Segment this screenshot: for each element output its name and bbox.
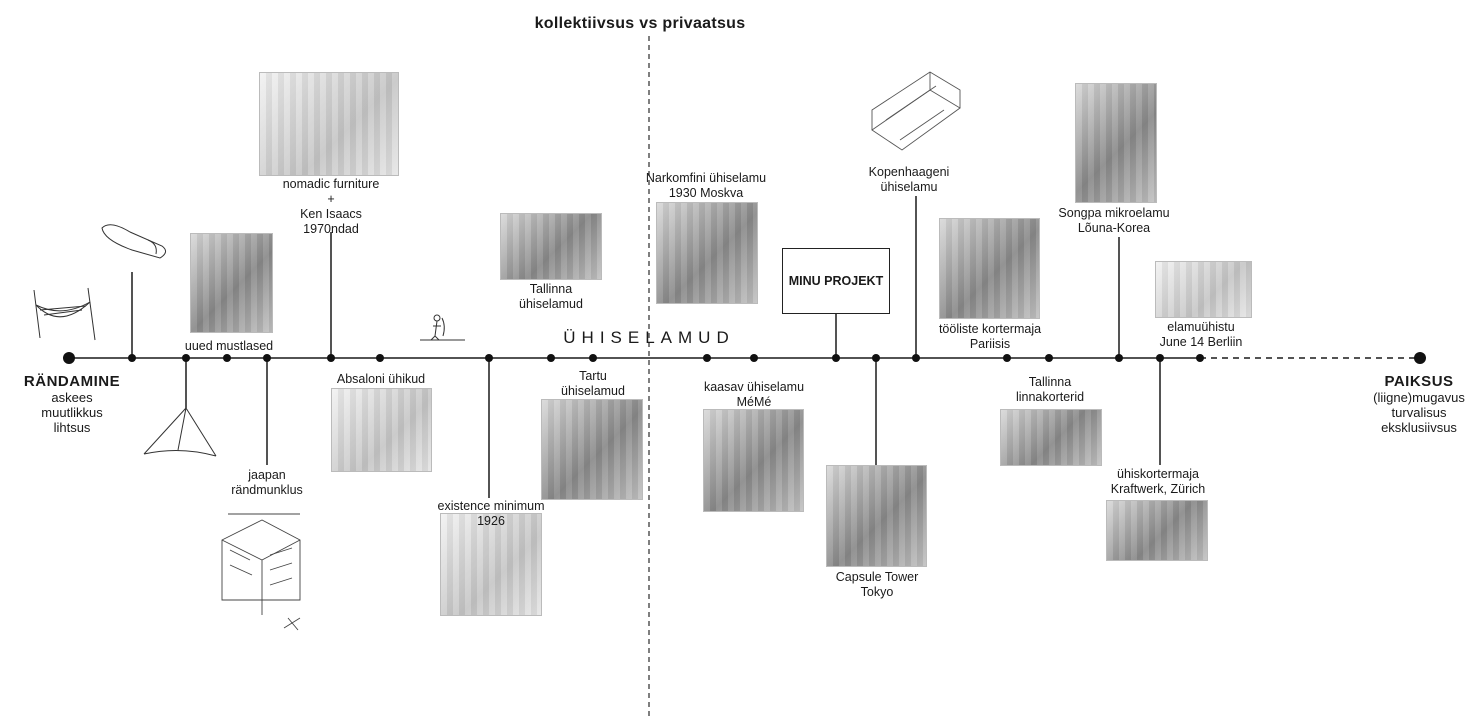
label-line: Kopenhaageni bbox=[868, 165, 950, 179]
project-box: MINU PROJEKT bbox=[782, 248, 890, 314]
label-jaapan: jaapan rändmunklus bbox=[231, 468, 303, 498]
label-kraftwerk: ühiskortermaja Kraftwerk, Zürich bbox=[1111, 467, 1205, 497]
right-end-line: eksklusiivsus bbox=[1381, 420, 1457, 435]
label-line: ühiskortermaja bbox=[1117, 467, 1199, 481]
label-line: ühiselamud bbox=[561, 384, 625, 398]
photo-nomadic-furniture bbox=[259, 72, 399, 176]
right-end-title: PAIKSUS bbox=[1384, 373, 1454, 390]
label-nomadic: nomadic furniture + Ken Isaacs 1970ndad bbox=[283, 177, 380, 237]
label-songpa: Songpa mikroelamu Lõuna-Korea bbox=[1058, 206, 1169, 236]
right-end-line: (liigne)mugavus bbox=[1373, 390, 1465, 405]
photo-capsule-tower bbox=[826, 465, 927, 567]
photo-tooliste-kortermaja bbox=[939, 218, 1040, 319]
photo-kraftwerk bbox=[1106, 500, 1208, 561]
label-line: 1930 Moskva bbox=[668, 186, 744, 200]
label-line: tööliste kortermaja bbox=[938, 322, 1042, 336]
label-tallinna-uhiselamud: Tallinna ühiselamud bbox=[519, 282, 583, 312]
left-end-line: lihtsus bbox=[53, 420, 91, 435]
label-line: jaapan bbox=[248, 468, 286, 482]
label-elamuuhistu: elamuühistu June 14 Berliin bbox=[1160, 320, 1243, 350]
diagram-title: kollektiivsus vs privaatsus bbox=[534, 15, 746, 32]
label-existence: existence minimum 1926 bbox=[438, 499, 545, 529]
label-line: Tartu bbox=[579, 369, 607, 383]
label-line: Capsule Tower bbox=[835, 570, 919, 584]
label-line: nomadic furniture bbox=[282, 177, 380, 191]
left-end-label: RÄNDAMINE askees muutlikkus lihtsus bbox=[24, 373, 120, 435]
label-line: elamuühistu bbox=[1167, 320, 1235, 334]
photo-elamuuhistu bbox=[1155, 261, 1252, 318]
label-line: ühiselamu bbox=[880, 180, 938, 194]
right-end-label: PAIKSUS (liigne)mugavus turvalisus ekskl… bbox=[1373, 373, 1465, 435]
left-end-line: muutlikkus bbox=[41, 405, 103, 420]
left-end-title: RÄNDAMINE bbox=[23, 373, 121, 390]
photo-kaasav-uhiselamu bbox=[703, 409, 804, 512]
photo-songpa bbox=[1075, 83, 1157, 203]
label-line: 1926 bbox=[477, 514, 505, 528]
timeline-nodes bbox=[128, 354, 1204, 362]
photo-absaloni bbox=[331, 388, 432, 472]
label-tooliste: tööliste kortermaja Pariisis bbox=[939, 322, 1041, 352]
connector-lines bbox=[131, 196, 1161, 498]
label-capsule: Capsule Tower Tokyo bbox=[836, 570, 918, 600]
photo-existence-minimum bbox=[440, 513, 542, 616]
label-line: + bbox=[327, 192, 335, 206]
label-line: linnakorterid bbox=[1015, 390, 1085, 404]
label-line: existence minimum bbox=[437, 499, 545, 513]
label-line: 1970ndad bbox=[303, 222, 359, 236]
label-line: Kraftwerk, Zürich bbox=[1110, 482, 1206, 496]
hut-sketch-icon bbox=[221, 513, 301, 631]
hammock-icon bbox=[33, 287, 96, 341]
label-line: Absaloni ühikud bbox=[336, 372, 426, 386]
label-line: June 14 Berliin bbox=[1159, 335, 1243, 349]
section-label: ÜHISELAMUD bbox=[563, 328, 735, 347]
label-line: ühiselamud bbox=[519, 297, 583, 311]
axonometric-sketch-icon bbox=[871, 71, 961, 151]
label-tallinna-linnakorterid: Tallinna linnakorterid bbox=[1016, 375, 1084, 405]
label-narkomfin: Narkomfini ühiselamu 1930 Moskva bbox=[646, 171, 766, 201]
label-line: uued mustlased bbox=[184, 339, 274, 353]
label-line: Tallinna bbox=[1028, 375, 1072, 389]
label-absaloni: Absaloni ühikud bbox=[337, 372, 425, 387]
label-line: Tokyo bbox=[860, 585, 894, 599]
start-node bbox=[63, 352, 75, 364]
label-line: Songpa mikroelamu bbox=[1058, 206, 1170, 220]
photo-tartu-uhiselamud bbox=[541, 399, 643, 500]
photo-tallinna-linnakorterid bbox=[1000, 409, 1102, 466]
photo-tallinna-uhiselamud bbox=[500, 213, 602, 280]
label-line: kaasav ühiselamu bbox=[703, 380, 805, 394]
label-line: MéMé bbox=[736, 395, 772, 409]
left-end-line: askees bbox=[51, 390, 93, 405]
standing-figure-icon bbox=[420, 314, 465, 341]
photo-uued-mustlased bbox=[190, 233, 273, 333]
tent-icon bbox=[143, 407, 217, 457]
label-line: Ken Isaacs bbox=[300, 207, 362, 221]
photo-narkomfin bbox=[656, 202, 758, 304]
end-node bbox=[1414, 352, 1426, 364]
label-line: Pariisis bbox=[969, 337, 1011, 351]
label-kaasav: kaasav ühiselamu MéMé bbox=[704, 380, 804, 410]
label-line: Narkomfini ühiselamu bbox=[645, 171, 767, 185]
label-line: Lõuna-Korea bbox=[1077, 221, 1151, 235]
label-line: Tallinna bbox=[529, 282, 573, 296]
label-kopenhaagen: Kopenhaageni ühiselamu bbox=[869, 165, 950, 195]
right-end-line: turvalisus bbox=[1391, 405, 1447, 420]
label-tartu: Tartu ühiselamud bbox=[561, 369, 625, 399]
label-uued-mustlased: uued mustlased bbox=[185, 339, 273, 354]
label-line: rändmunklus bbox=[231, 483, 303, 497]
sleeping-bag-icon bbox=[101, 224, 166, 259]
